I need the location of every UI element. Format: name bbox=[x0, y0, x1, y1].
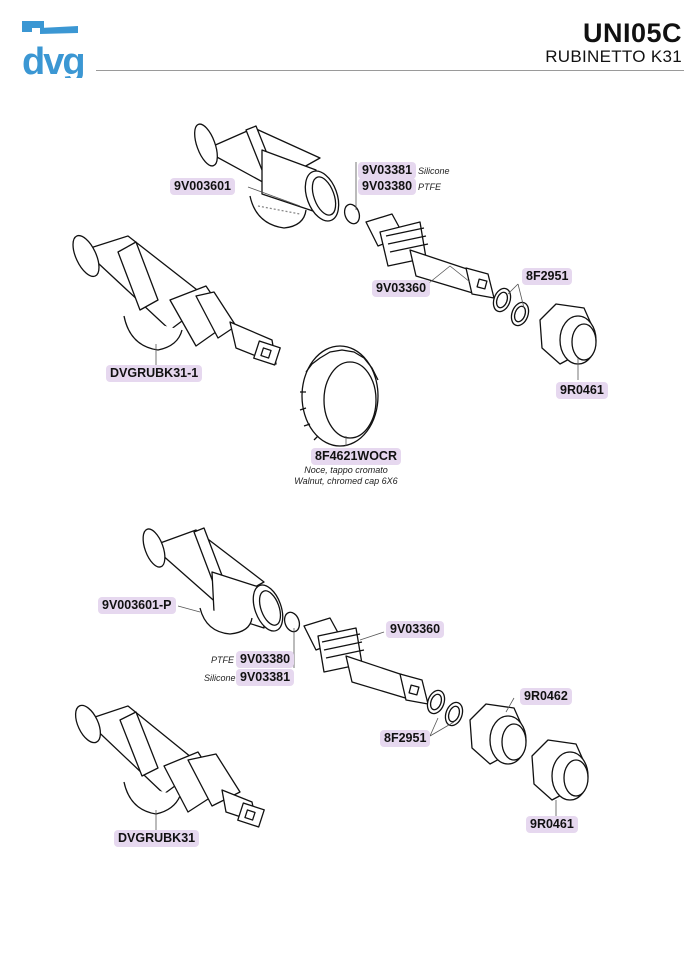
note-silicone-upper: Silicone bbox=[418, 166, 450, 176]
note-silicone-lower: Silicone bbox=[204, 673, 236, 683]
header-divider bbox=[96, 70, 684, 71]
note-ptfe-lower: PTFE bbox=[211, 655, 235, 665]
part-label-8F2951-upper: 8F2951 bbox=[522, 268, 573, 285]
walnut-knob-8F4621WOCR bbox=[299, 345, 379, 447]
part-label-9V03360-upper: 9V03360 bbox=[372, 280, 431, 297]
upper-oring-small bbox=[343, 203, 361, 225]
assembled-tap-DVGRUBK31-1 bbox=[72, 234, 281, 366]
part-label-9R0461-upper: 9R0461 bbox=[556, 382, 608, 399]
part-label-9R0462: 9R0462 bbox=[520, 688, 572, 705]
page-subtitle: RUBINETTO K31 bbox=[545, 47, 682, 66]
lower-washers-8F2951 bbox=[423, 687, 467, 729]
part-label-9V03380-lower: 9V03380 bbox=[236, 651, 295, 668]
part-label-8F4621WOCR: 8F4621WOCR bbox=[311, 448, 401, 465]
lower-nut-9R0461 bbox=[531, 739, 589, 801]
part-label-9V03380-upper: 9V03380 bbox=[358, 178, 417, 195]
lower-body-9V003601-P bbox=[142, 527, 284, 635]
part-label-9V03381-upper: 9V03381 bbox=[358, 162, 417, 179]
part-label-9V03381-lower: 9V03381 bbox=[236, 669, 295, 686]
part-label-8F2951-lower: 8F2951 bbox=[380, 730, 431, 747]
note-ptfe-upper: PTFE bbox=[418, 182, 442, 192]
svg-text:dvg: dvg bbox=[22, 41, 84, 78]
part-label-9V003601-P: 9V003601-P bbox=[98, 597, 176, 614]
part-label-9V003601: 9V003601 bbox=[170, 178, 236, 195]
lower-oring-small bbox=[283, 611, 301, 633]
knob-description-en: Walnut, chromed cap 6X6 bbox=[294, 476, 398, 486]
part-label-DVGRUBK31: DVGRUBK31 bbox=[114, 830, 200, 847]
upper-nut-9R0461 bbox=[539, 303, 597, 365]
page-title: UNI05C bbox=[582, 18, 682, 48]
part-label-9V03360-lower: 9V03360 bbox=[386, 621, 445, 638]
upper-washers-8F2951 bbox=[489, 285, 533, 329]
dvg-logo: dvg bbox=[22, 21, 86, 78]
knob-description-it: Noce, tappo cromato bbox=[304, 465, 388, 475]
upper-body-9V003601 bbox=[194, 123, 340, 229]
lower-spindle-9V03360 bbox=[303, 617, 429, 705]
assembled-tap-DVGRUBK31 bbox=[74, 704, 265, 828]
lower-nut-9R0462 bbox=[469, 703, 527, 765]
part-label-9R0461-lower: 9R0461 bbox=[526, 816, 578, 833]
part-label-DVGRUBK31-1: DVGRUBK31-1 bbox=[106, 365, 203, 382]
